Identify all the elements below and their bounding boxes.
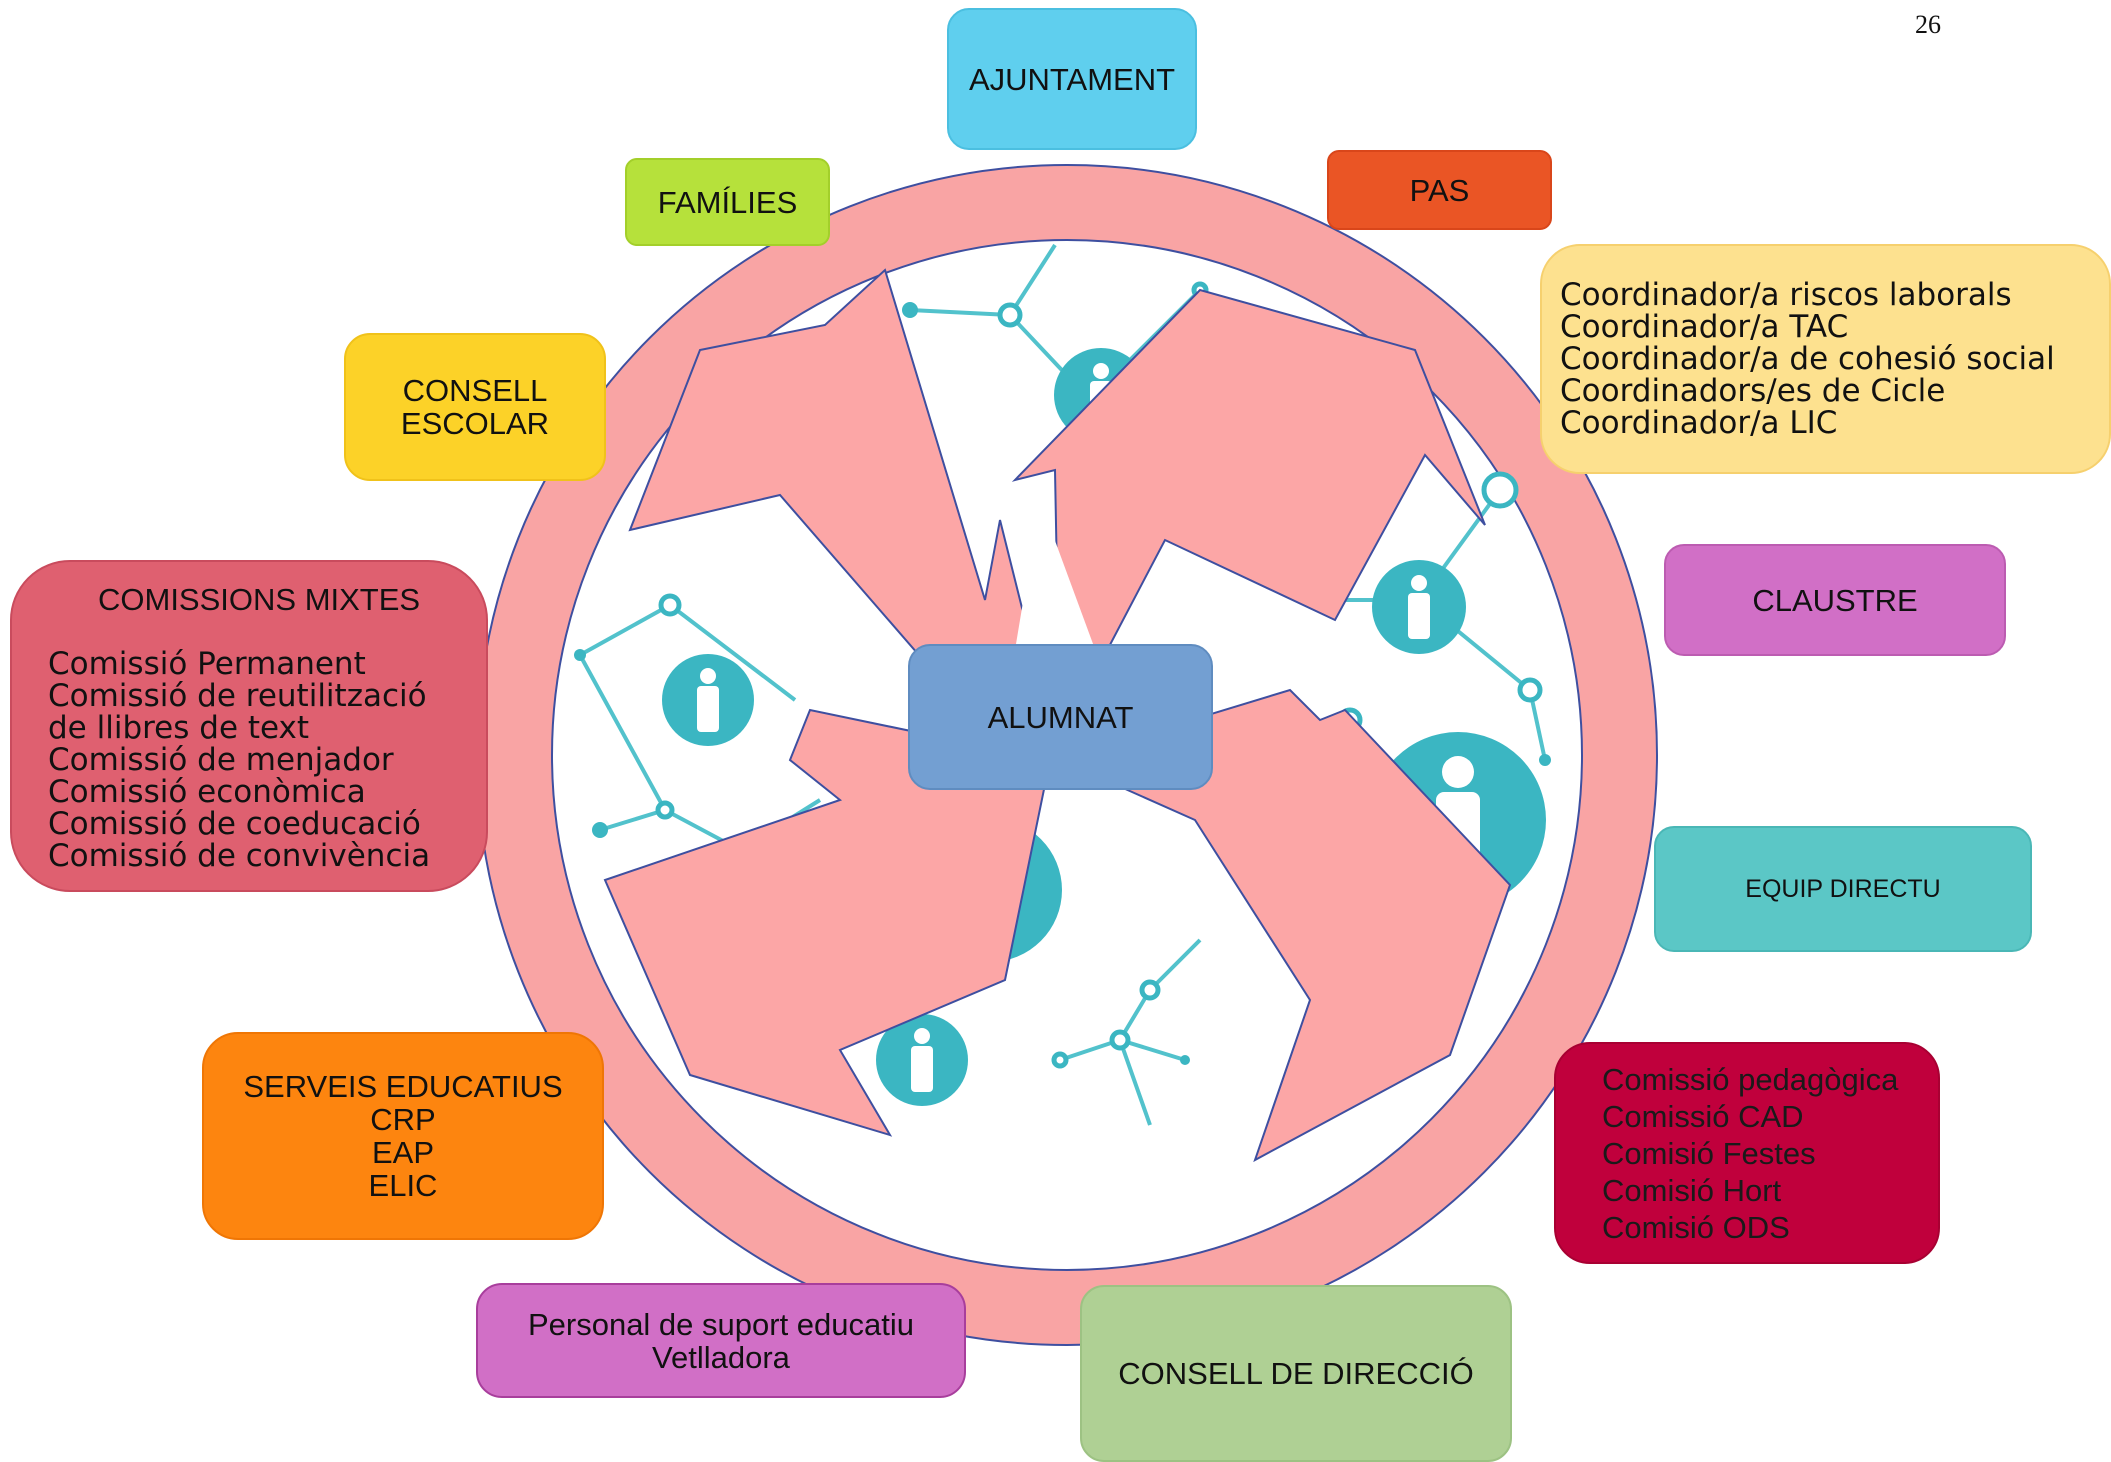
alumnat-label: ALUMNAT <box>987 699 1134 735</box>
serveis-line: EAP <box>371 1135 435 1170</box>
page-number: 26 <box>1915 10 1941 39</box>
personal-suport-box: Personal de suport educatiu Vetlladora <box>476 1283 966 1398</box>
serveis-line: CRP <box>370 1102 436 1137</box>
families-box: FAMÍLIES <box>625 158 830 246</box>
person-icon <box>662 654 754 746</box>
personal-line: Personal de suport educatiu <box>527 1306 915 1342</box>
coordinator-line: Coordinador/a LIC <box>1560 405 1838 441</box>
ajuntament-box: AJUNTAMENT <box>947 8 1197 150</box>
equip-directiu-label: EQUIP DIRECTU <box>1745 874 1941 903</box>
comissio-line: Comissió de coeducació <box>48 806 421 842</box>
arrow-bottom-left <box>603 708 1052 1137</box>
coordinator-line: Coordinador/a riscos laborals <box>1560 277 2012 313</box>
comissio-centre-line: Comissió CAD <box>1602 1098 1804 1134</box>
coordinators-box: Coordinador/a riscos laborals Coordinado… <box>1540 244 2111 474</box>
families-label: FAMÍLIES <box>657 184 798 220</box>
consell-escolar-box: CONSELL ESCOLAR <box>344 333 606 481</box>
pas-label: PAS <box>1409 172 1470 208</box>
personal-line: Vetlladora <box>652 1339 790 1375</box>
consell-direccio-box: CONSELL DE DIRECCIÓ <box>1080 1285 1512 1462</box>
comissio-centre-line: Comisió Hort <box>1602 1172 1782 1208</box>
person-icon <box>1372 560 1466 654</box>
ajuntament-label: AJUNTAMENT <box>968 61 1176 97</box>
serveis-line: ELIC <box>368 1168 438 1203</box>
serveis-line: SERVEIS EDUCATIUS <box>243 1069 563 1104</box>
comissio-line: Comissió de convivència <box>48 838 431 874</box>
comissio-line: de llibres de text <box>48 710 310 746</box>
comissions-mixtes-box: COMISSIONS MIXTES Comissió Permanent Com… <box>10 560 488 892</box>
arrow-inner-top <box>1010 500 1110 690</box>
consell-direccio-label: CONSELL DE DIRECCIÓ <box>1118 1356 1474 1391</box>
comissio-line: Comissió de menjador <box>48 742 394 778</box>
comissio-line: Comissió econòmica <box>48 774 366 810</box>
alumnat-center-box: ALUMNAT <box>908 644 1213 790</box>
arrow-top-right <box>1011 288 1486 741</box>
person-icon <box>876 1014 968 1106</box>
claustre-box: CLAUSTRE <box>1664 544 2006 656</box>
serveis-educatius-box: SERVEIS EDUCATIUS CRP EAP ELIC <box>202 1032 604 1240</box>
claustre-label: CLAUSTRE <box>1752 582 1918 618</box>
comissio-centre-line: Comisió ODS <box>1602 1209 1790 1245</box>
comissio-line: Comissió de reutilització <box>48 678 427 714</box>
comissio-centre-line: Comisió Festes <box>1602 1135 1816 1171</box>
arrow-bottom-right <box>1057 688 1512 1163</box>
comissions-mixtes-title: COMISSIONS MIXTES <box>98 582 421 617</box>
coordinator-line: Coordinador/a de cohesió social <box>1560 341 2055 377</box>
coordinator-line: Coordinador/a TAC <box>1560 309 1849 345</box>
consell-escolar-label: CONSELL <box>402 373 548 408</box>
comissio-centre-line: Comissió pedagògica <box>1602 1061 1899 1097</box>
arrow-top-left <box>628 268 1057 762</box>
equip-directiu-box: EQUIP DIRECTU <box>1654 826 2032 952</box>
consell-escolar-label: ESCOLAR <box>400 406 550 441</box>
comissio-line: Comissió Permanent <box>48 646 366 682</box>
cross-arrows <box>603 268 1512 1163</box>
comissions-centre-box: Comissió pedagògica Comissió CAD Comisió… <box>1554 1042 1940 1264</box>
network-solid-nodes <box>574 302 1551 1065</box>
pas-box: PAS <box>1327 150 1552 230</box>
coordinator-line: Coordinadors/es de Cicle <box>1560 373 1946 409</box>
